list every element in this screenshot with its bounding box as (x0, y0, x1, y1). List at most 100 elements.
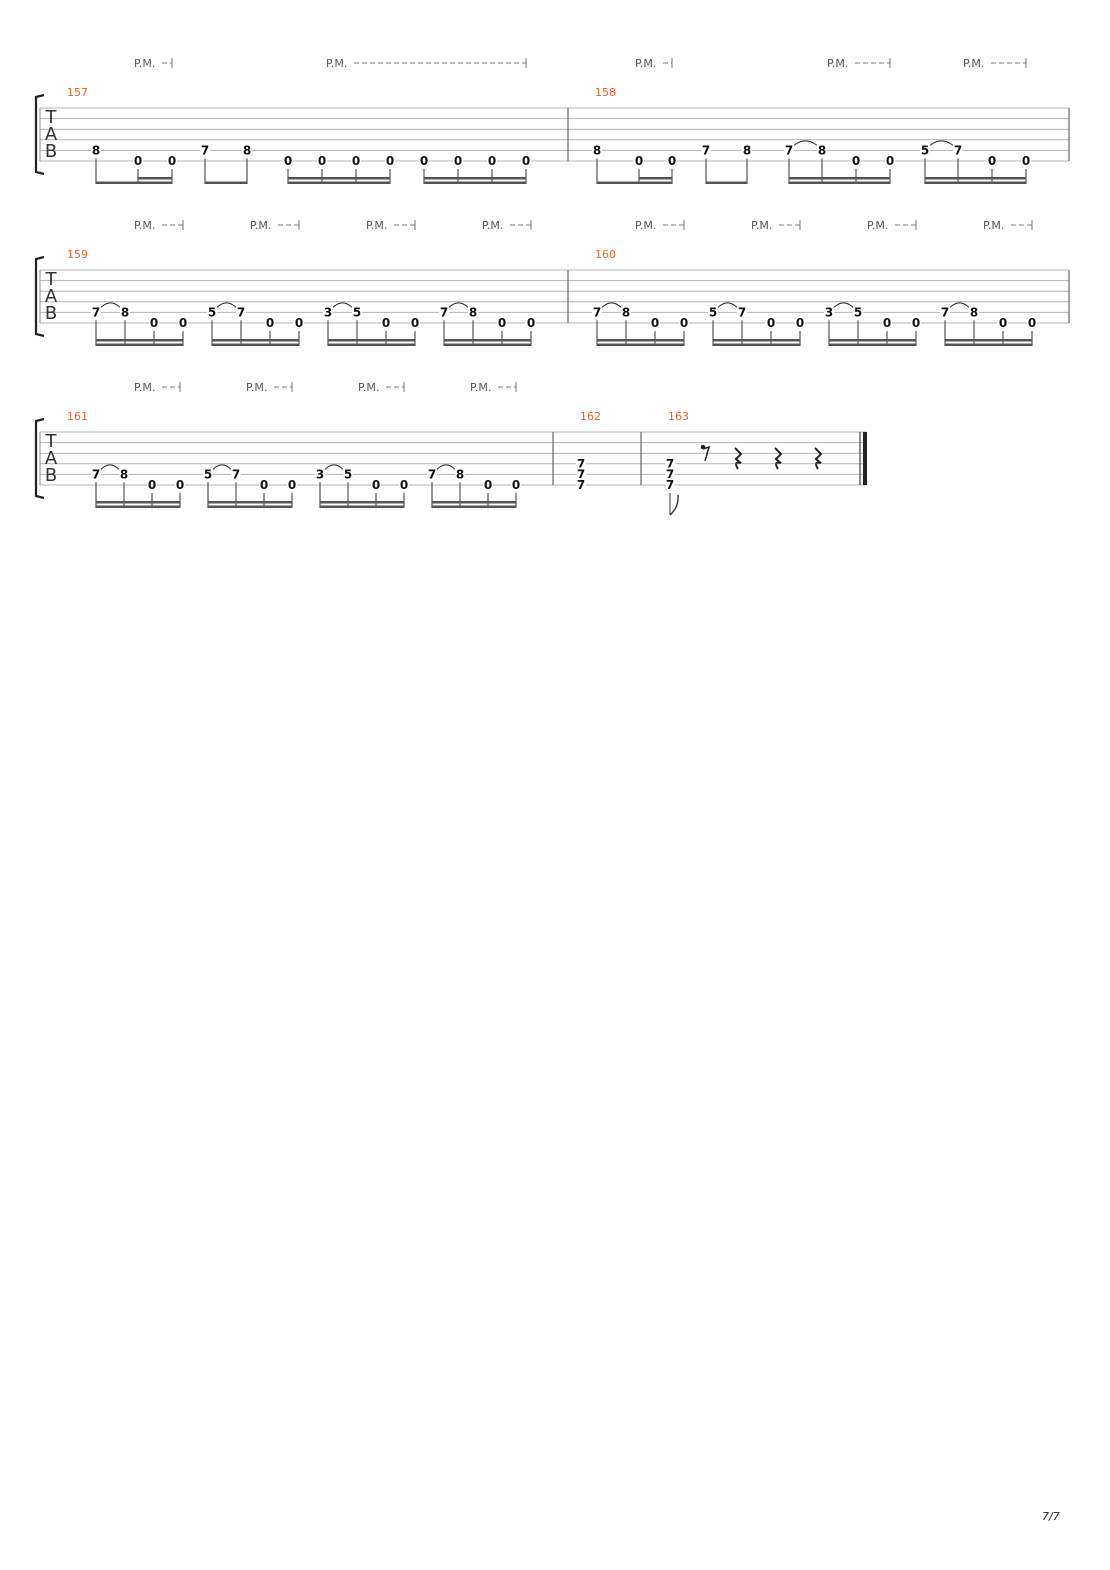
tab-clef-letter: T (45, 269, 58, 290)
fret-backdrop (853, 305, 863, 318)
fret-backdrop (200, 143, 210, 156)
palm-mute-label: P.M. (867, 219, 888, 232)
fret-backdrop (665, 456, 675, 469)
fret-backdrop (133, 154, 143, 166)
beam (328, 343, 415, 346)
beam (212, 343, 299, 346)
palm-mute-label: P.M. (635, 57, 656, 70)
measure-number: 162 (580, 410, 601, 423)
fret-number: 5 (921, 143, 929, 157)
fret-number: 0 (411, 316, 419, 330)
final-barline-thick (863, 432, 867, 485)
fret-number: 0 (883, 316, 891, 330)
fret-backdrop (634, 154, 644, 166)
palm-mute-label: P.M. (963, 57, 984, 70)
measure-number: 163 (668, 410, 689, 423)
fret-number: 7 (232, 467, 240, 481)
fret-number: 8 (593, 143, 601, 157)
chord-fret-number: 7 (666, 478, 674, 492)
beam (96, 505, 180, 508)
fret-backdrop (91, 143, 101, 156)
beam-secondary (138, 177, 172, 180)
palm-mute-label: P.M. (827, 57, 848, 70)
palm-mute-marking: P.M. (751, 219, 801, 232)
fret-number: 0 (179, 316, 187, 330)
chord-fret-number: 7 (577, 457, 585, 471)
fret-number: 0 (512, 478, 520, 492)
beam-secondary (945, 339, 1032, 342)
rest-stroke (702, 445, 711, 462)
fret-backdrop (175, 478, 185, 490)
fret-backdrop (265, 316, 275, 328)
system-bracket (34, 417, 45, 500)
fret-number: 0 (488, 154, 496, 168)
fret-number: 0 (522, 154, 530, 168)
fret-backdrop (592, 143, 602, 156)
fret-number: 0 (912, 316, 920, 330)
palm-mute-marking: P.M. (250, 219, 300, 232)
fret-backdrop (882, 316, 892, 328)
fret-backdrop (178, 316, 188, 328)
fret-number: 0 (150, 316, 158, 330)
fret-number: 0 (382, 316, 390, 330)
beam-secondary (212, 339, 299, 342)
fret-backdrop (399, 478, 409, 490)
palm-mute-marking: P.M. (635, 219, 685, 232)
fret-number: 3 (825, 305, 833, 319)
fret-backdrop (511, 478, 521, 490)
fret-backdrop (737, 305, 747, 318)
palm-mute-marking: P.M. (326, 57, 527, 70)
fret-backdrop (453, 154, 463, 166)
fret-backdrop (317, 154, 327, 166)
fret-backdrop (665, 467, 675, 480)
fret-number: 0 (134, 154, 142, 168)
page-number: 7/7 (1042, 1510, 1060, 1523)
fret-backdrop (497, 316, 507, 328)
fret-number: 8 (622, 305, 630, 319)
fret-number: 3 (316, 467, 324, 481)
slur-arc (100, 302, 121, 308)
slur-arc (332, 302, 353, 308)
slur-arc (436, 464, 456, 470)
fret-backdrop (679, 316, 689, 328)
slur-arc (833, 302, 854, 308)
palm-mute-label: P.M. (635, 219, 656, 232)
fret-backdrop (427, 467, 437, 480)
fret-backdrop (742, 143, 752, 156)
fret-number: 3 (324, 305, 332, 319)
fret-number: 0 (386, 154, 394, 168)
beam-secondary (328, 339, 415, 342)
fret-number: 5 (344, 467, 352, 481)
system-bracket (34, 93, 45, 176)
beam-secondary (597, 339, 684, 342)
beam (706, 181, 747, 184)
fret-backdrop (259, 478, 269, 490)
beam-secondary (639, 177, 672, 180)
fret-number: 5 (208, 305, 216, 319)
fret-backdrop (371, 478, 381, 490)
eighth-flag (669, 494, 679, 516)
fret-number: 0 (352, 154, 360, 168)
fret-number: 0 (288, 478, 296, 492)
beam-secondary (320, 501, 404, 504)
beam-secondary (713, 339, 800, 342)
fret-backdrop (439, 305, 449, 318)
palm-mute-marking: P.M. (134, 57, 173, 70)
fret-backdrop (784, 143, 794, 156)
fret-backdrop (621, 305, 631, 318)
beam-secondary (288, 177, 390, 180)
fret-backdrop (576, 456, 586, 469)
fret-number: 7 (738, 305, 746, 319)
beam (432, 505, 516, 508)
fret-backdrop (526, 316, 536, 328)
